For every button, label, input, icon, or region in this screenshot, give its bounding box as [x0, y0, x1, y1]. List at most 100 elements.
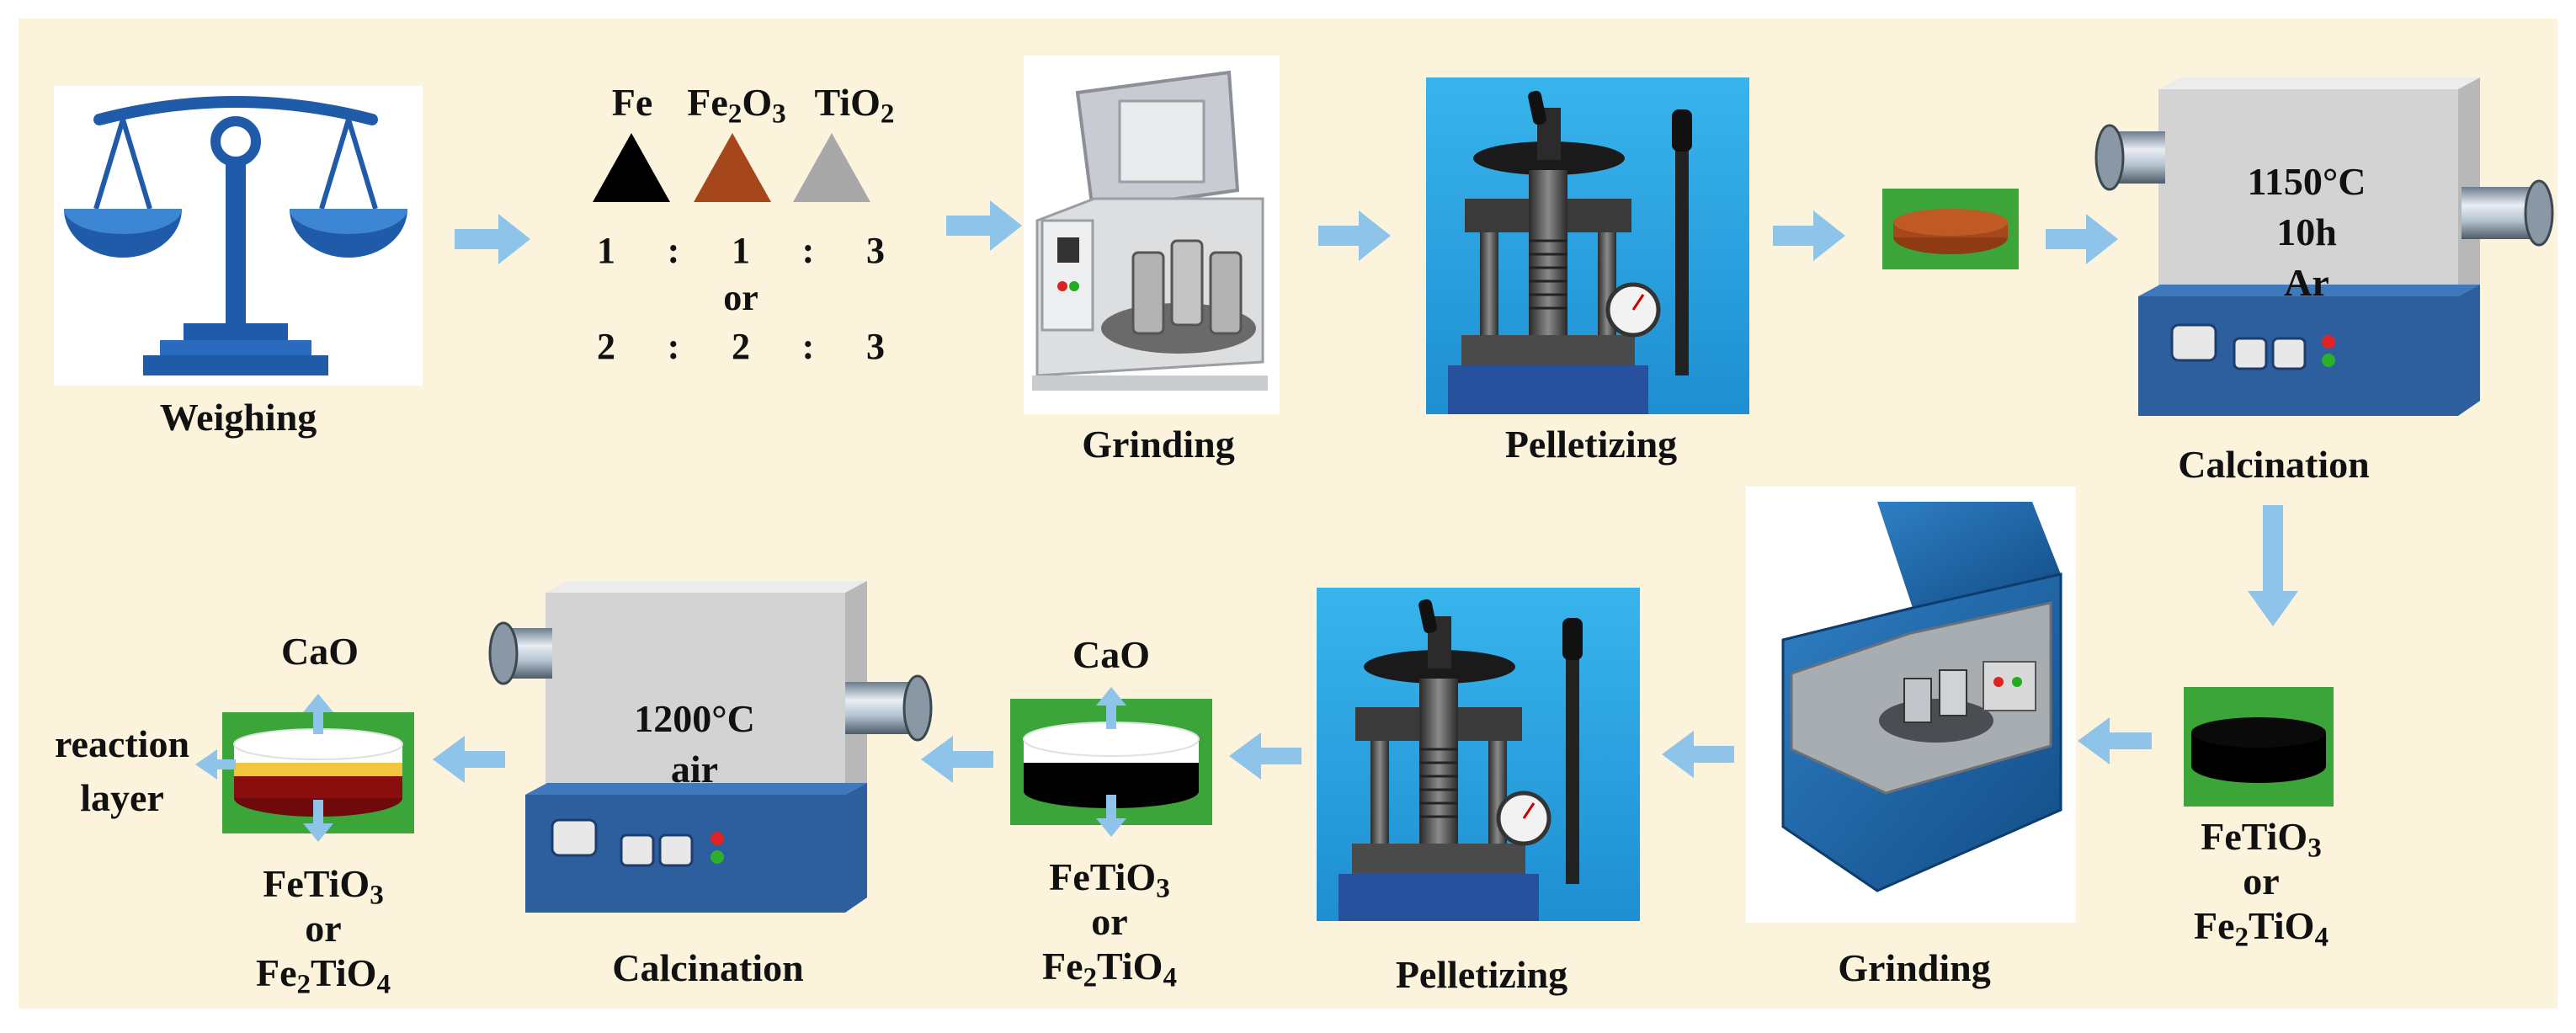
prod-r-or: or — [2243, 859, 2280, 903]
ratio-1-colon-a: : — [667, 230, 680, 271]
prod-l-fe-sub: 2 — [296, 968, 311, 1000]
product-label-left: FeTiO3 or Fe2TiO4 — [239, 862, 407, 1000]
arrow-grinding-to-pelletizing — [1318, 210, 1391, 261]
ball-mill-illustration-1 — [1024, 56, 1280, 414]
cao-label-2: CaO — [261, 630, 379, 674]
prod-m-fetio3-sub: 3 — [1156, 872, 1170, 904]
prod-r-fetio3-sub: 3 — [2307, 832, 2322, 864]
prod-m-fe: Fe — [1041, 944, 1083, 988]
ratio-row-2: 2 : 2 : 3 — [589, 325, 892, 368]
arrow-calcination2-to-pellet4 — [433, 736, 505, 783]
prod-m-tio: TiO — [1097, 944, 1163, 988]
ratio-row-1: 1 : 1 : 3 — [589, 229, 892, 272]
prod-m-tio-sub: 4 — [1163, 961, 1178, 993]
furnace-1-atmosphere: Ar — [2284, 260, 2329, 304]
ratio-2-colon-a: : — [667, 326, 680, 367]
hydraulic-press-illustration-2 — [1317, 588, 1640, 921]
ratio-2-fe: 2 — [597, 326, 615, 367]
prod-l-tio: TiO — [311, 950, 377, 994]
cao-label-1-text: CaO — [1072, 633, 1150, 676]
fe2o3-sub2: 3 — [772, 98, 786, 130]
cao-label-1: CaO — [1052, 633, 1170, 678]
ratio-2-colon-b: : — [801, 326, 815, 367]
prod-l-fe: Fe — [255, 950, 297, 994]
tio2-main: TiO — [814, 81, 881, 124]
process-arrows — [433, 200, 2298, 783]
prod-r-tio-sub: 4 — [2314, 921, 2329, 953]
arrow-calcination-down — [2248, 505, 2298, 626]
prod-r-fetio3: FeTiO — [2201, 815, 2308, 858]
label-pelletizing-2: Pelletizing — [1355, 953, 1608, 998]
reagent-fe2o3-label: Fe2O3 — [673, 81, 800, 127]
prod-l-fetio3-sub: 3 — [370, 879, 384, 911]
weighing-scale-illustration — [54, 86, 423, 386]
label-pelletizing-1: Pelletizing — [1465, 423, 1717, 467]
label-calcination-1-text: Calcination — [2178, 443, 2370, 486]
reaction-layer-line2: layer — [80, 776, 164, 820]
arrow-reagents-to-grinding — [946, 200, 1022, 251]
ratio-1-colon-b: : — [801, 230, 815, 271]
ratio-2-tio2: 3 — [866, 326, 885, 367]
prod-r-fe: Fe — [2193, 903, 2235, 947]
product-label-right: FeTiO3 or Fe2TiO4 — [2177, 815, 2345, 953]
ratio-1-tio2: 3 — [866, 230, 885, 271]
prod-l-or: or — [305, 906, 342, 950]
furnace-1-time: 10h — [2276, 210, 2337, 253]
ratio-1-fe: 1 — [597, 230, 615, 271]
label-grinding-2: Grinding — [1796, 946, 2032, 991]
reagent-fe-label: Fe — [594, 81, 670, 125]
reagent-tio2-label: TiO2 — [800, 81, 909, 127]
reaction-layer-label: reaction layer — [42, 717, 202, 826]
furnace-1-conditions: 1150°C 10h Ar — [2172, 157, 2441, 307]
prod-m-fe-sub: 2 — [1083, 961, 1098, 993]
ball-mill-illustration-2 — [1746, 487, 2076, 923]
fe2o3-o: O — [742, 81, 773, 124]
fe2o3-sub1: 2 — [727, 98, 742, 130]
label-grinding-1-text: Grinding — [1082, 423, 1235, 466]
label-pelletizing-2-text: Pelletizing — [1395, 953, 1568, 996]
tio2-sub: 2 — [880, 98, 895, 130]
pellet-cao-top-icon — [1010, 699, 1212, 825]
pellet-brown-icon — [1882, 189, 2019, 269]
label-calcination-1: Calcination — [2143, 443, 2404, 487]
prod-l-tio-sub: 4 — [376, 968, 391, 1000]
prod-r-tio: TiO — [2249, 903, 2315, 947]
cao-diffusion-arrows-2 — [195, 694, 333, 842]
arrow-grinding2-to-pelletizing2 — [1662, 731, 1734, 778]
fe-text: Fe — [611, 81, 653, 124]
label-weighing: Weighing — [126, 396, 350, 440]
label-grinding-1: Grinding — [1041, 423, 1276, 467]
furnace-2-conditions: 1200°C air — [556, 694, 833, 795]
cao-label-2-text: CaO — [281, 630, 359, 673]
arrow-pelletizing-to-pellet — [1773, 210, 1845, 261]
ratio-1-fe2o3: 1 — [732, 230, 750, 271]
product-label-middle: FeTiO3 or Fe2TiO4 — [1025, 855, 1194, 991]
fe-triangle — [593, 133, 670, 202]
prod-r-fe-sub: 2 — [2234, 921, 2249, 953]
reaction-layer-line1: reaction — [54, 722, 190, 765]
prod-m-or: or — [1091, 899, 1128, 943]
cao-diffusion-arrows-1 — [1096, 687, 1126, 837]
arrow-pellet-to-calcination — [2046, 214, 2118, 264]
furnace-2-temp: 1200°C — [634, 697, 755, 740]
label-pelletizing-1-text: Pelletizing — [1504, 423, 1678, 466]
arrow-pellet-to-grinding2 — [2078, 717, 2152, 764]
tio2-triangle — [793, 133, 870, 202]
ratio-or: or — [699, 276, 783, 319]
arrow-pelletizing2-to-pellet3 — [1229, 732, 1301, 780]
furnace-2-atmosphere: air — [670, 747, 719, 791]
ratio-or-text: or — [723, 277, 758, 318]
ratio-2-fe2o3: 2 — [732, 326, 750, 367]
tube-furnace-illustration-1 — [2094, 77, 2554, 416]
arrow-pellet3-to-calcination2 — [921, 736, 993, 783]
label-calcination-2: Calcination — [577, 946, 838, 991]
fe2o3-triangle — [694, 133, 771, 202]
tube-furnace-illustration-2 — [488, 581, 933, 913]
prod-l-fetio3: FeTiO — [263, 862, 370, 905]
fe2o3-fe: Fe — [687, 81, 728, 124]
label-grinding-2-text: Grinding — [1838, 946, 1991, 989]
label-calcination-2-text: Calcination — [612, 946, 804, 989]
pellet-black-icon — [2184, 687, 2334, 807]
